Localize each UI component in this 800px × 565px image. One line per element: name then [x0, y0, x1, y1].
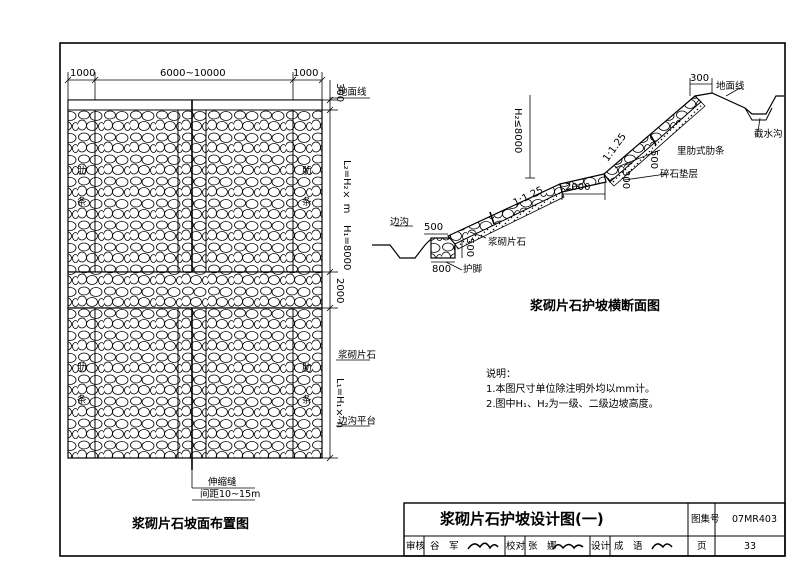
section-h2-dim: H₂≤8000	[512, 108, 523, 154]
top-dimension-chain	[64, 72, 326, 100]
dim-l2: L₂=H₂× m	[341, 160, 352, 214]
plan-masonry-label: 浆砌片石	[338, 350, 377, 361]
section-side-ditch-label: 边沟	[390, 217, 410, 228]
atlas-number: 07MR403	[732, 514, 778, 525]
intercept-ditch-line	[744, 107, 773, 121]
rib-char-d2: 条	[302, 395, 312, 406]
section-gravel-label: 碎石垫层	[660, 169, 699, 180]
atlas-label: 图集号	[691, 514, 720, 525]
checker-name: 张 娜	[528, 541, 557, 552]
designer-signature	[651, 543, 673, 550]
plan-ditch-platform-label: 边沟平台	[338, 416, 377, 427]
notes-heading: 说明：	[486, 369, 516, 380]
dim-l1: L₁=H₁× n	[334, 378, 345, 429]
checker-signature	[552, 543, 584, 550]
dim-right-1000: 1000	[293, 68, 319, 79]
reviewer-name: 谷 军	[430, 541, 459, 552]
dim-left-1000: 1000	[70, 68, 96, 79]
right-dimension-chain	[322, 80, 370, 462]
top-band	[67, 99, 323, 111]
bench-platform	[559, 173, 607, 193]
section-joints	[489, 133, 657, 225]
plan-spacing-label: 间距10~15m	[200, 489, 261, 500]
note-1: 1.本图尺寸单位除注明外均以mm计。	[486, 384, 656, 395]
design-label: 设计	[591, 541, 611, 552]
section-intercept-ditch-label: 截水沟	[754, 129, 783, 140]
lower-slope-masonry	[447, 183, 563, 245]
drawing-title: 浆砌片石护坡设计图(一)	[440, 510, 604, 528]
rib-char-c1: 肋	[77, 363, 87, 374]
section-inner-rib-label: 里肋式肋条	[677, 146, 725, 157]
section-dim-300-b: 300	[620, 170, 631, 190]
plan-ground-line-label: 地面线	[338, 87, 367, 98]
rib-char-c2: 条	[77, 395, 87, 406]
layout-plan	[64, 72, 370, 501]
section-ground-line-label: 地面线	[716, 81, 745, 92]
upper-gravel	[609, 101, 706, 187]
dim-300: 300	[334, 83, 345, 103]
dim-center-span: 6000~10000	[160, 68, 226, 79]
lower-masonry-panel	[67, 307, 323, 459]
rib-char-a2: 条	[77, 197, 87, 208]
rib-char-a1: 肋	[77, 166, 87, 177]
reviewer-signature	[467, 542, 499, 550]
plan-title: 浆砌片石坡面布置图	[132, 517, 250, 532]
platform-band	[67, 271, 323, 309]
cross-section	[372, 78, 784, 271]
note-2: 2.图中H₁、H₂为一级、二级边坡高度。	[486, 399, 659, 410]
rib-char-d1: 肋	[302, 363, 312, 374]
plan-joint-label: 伸缩缝	[208, 477, 237, 488]
upper-masonry-panel	[67, 99, 323, 273]
section-dimensions	[395, 78, 761, 271]
section-title: 浆砌片石护坡横断面图	[530, 299, 661, 314]
section-toe-label: 护脚	[463, 264, 483, 275]
rib-char-b2: 条	[302, 197, 312, 208]
ground-profile	[372, 239, 432, 259]
section-masonry-label: 浆砌片石	[488, 237, 527, 248]
check-label: 校对	[506, 541, 526, 552]
rib-char-b1: 肋	[302, 166, 312, 177]
designer-name: 成 语	[614, 541, 643, 552]
section-dim-2000: 2000	[565, 182, 591, 193]
toe-block	[430, 237, 456, 259]
joint-leader	[191, 470, 255, 501]
section-dim-500-c: 500	[424, 222, 444, 233]
section-dim-800: 800	[432, 264, 452, 275]
signature-marks	[467, 542, 673, 550]
section-dim-500-a: 500	[648, 150, 659, 170]
dim-h1: H₁=8000	[341, 225, 352, 271]
page-label: 页	[697, 541, 707, 552]
dim-2000: 2000	[334, 278, 345, 304]
lower-gravel	[454, 191, 565, 250]
review-label: 审核	[406, 541, 426, 552]
section-dim-300-top: 300	[690, 73, 710, 84]
page-number: 33	[744, 541, 757, 552]
section-dim-500-d: 500	[464, 238, 475, 258]
title-block	[403, 502, 786, 557]
